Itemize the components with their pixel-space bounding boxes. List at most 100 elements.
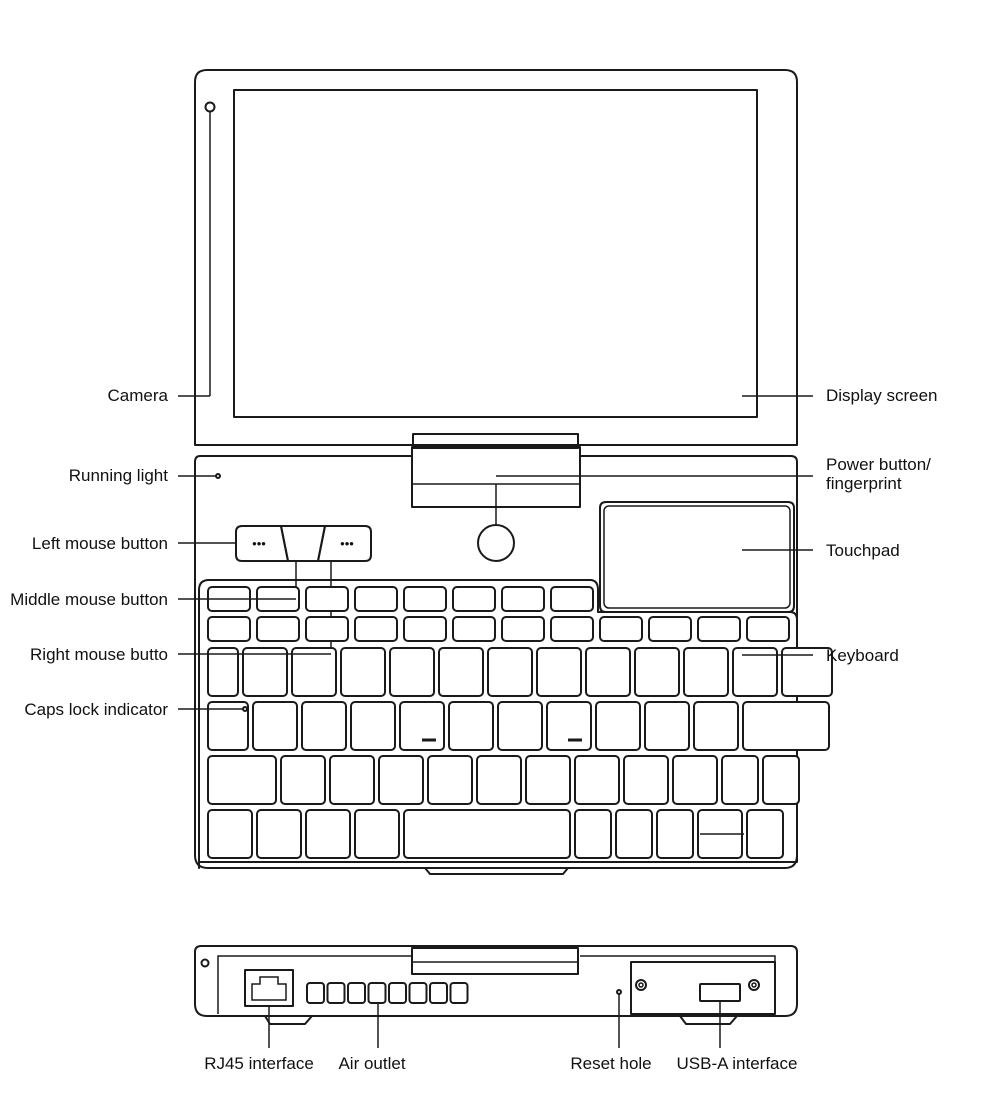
label-left-mouse-button: Left mouse button	[32, 534, 168, 553]
label-usb-a-interface: USB-A interface	[677, 1054, 798, 1073]
keyboard-key[interactable]	[595, 701, 641, 751]
keyboard-key[interactable]	[256, 616, 300, 642]
keyboard-key[interactable]	[305, 616, 349, 642]
keyboard-key[interactable]	[721, 755, 759, 805]
vent-slot	[388, 982, 407, 1004]
keyboard-key[interactable]	[574, 809, 612, 859]
keyboard-key[interactable]	[252, 701, 298, 751]
vent-slot	[449, 982, 469, 1004]
keyboard-key[interactable]	[354, 616, 398, 642]
leader-lines	[178, 395, 813, 1048]
keyboard-key[interactable]	[476, 755, 522, 805]
keyboard-key[interactable]	[599, 616, 643, 642]
keyboard-key[interactable]	[634, 647, 680, 697]
label-caps-lock-indicator: Caps lock indicator	[24, 700, 168, 719]
keyboard-key[interactable]	[550, 586, 594, 612]
keyboard-key[interactable]	[291, 647, 337, 697]
keyboard-key[interactable]	[546, 701, 592, 751]
keyboard-key[interactable]	[427, 755, 473, 805]
right-mouse-button[interactable]	[317, 525, 372, 562]
keyboard-key[interactable]	[378, 755, 424, 805]
keyboard-key[interactable]	[656, 809, 694, 859]
keyboard-key[interactable]	[672, 755, 718, 805]
keyboard-key[interactable]	[399, 701, 445, 751]
right-button-dots: •••	[340, 536, 354, 551]
keyboard-key[interactable]	[329, 755, 375, 805]
keyboard-key[interactable]	[501, 586, 545, 612]
keyboard-key[interactable]	[746, 809, 784, 859]
keyboard-key[interactable]	[781, 647, 833, 697]
keyboard-key[interactable]	[280, 755, 326, 805]
keyboard-key[interactable]	[623, 755, 669, 805]
laptop-lid	[194, 69, 798, 446]
label-middle-mouse-button: Middle mouse button	[10, 590, 168, 609]
reset-hole-icon[interactable]	[616, 989, 622, 995]
display-screen	[233, 89, 758, 418]
keyboard-key[interactable]	[207, 701, 249, 751]
label-fingerprint: fingerprint	[826, 474, 902, 493]
keyboard-key[interactable]	[644, 701, 690, 751]
keyboard-key[interactable]	[350, 701, 396, 751]
keyboard-key[interactable]	[574, 755, 620, 805]
keyboard-key[interactable]	[207, 647, 239, 697]
keyboard-keys	[207, 586, 833, 859]
keyboard-key[interactable]	[354, 809, 400, 859]
label-running-light: Running light	[69, 466, 169, 485]
labels: Camera Running light Left mouse button M…	[10, 386, 937, 1073]
keyboard-key[interactable]	[762, 755, 800, 805]
left-mouse-button[interactable]	[235, 525, 289, 562]
keyboard-key[interactable]	[354, 586, 398, 612]
keyboard-key[interactable]	[497, 701, 543, 751]
keyboard-key[interactable]	[207, 809, 253, 859]
keyboard-key[interactable]	[536, 647, 582, 697]
keyboard-key[interactable]	[683, 647, 729, 697]
keyboard-key[interactable]	[452, 616, 496, 642]
keyboard-key[interactable]	[403, 586, 447, 612]
power-button[interactable]	[477, 524, 515, 562]
keyboard-key[interactable]	[340, 647, 386, 697]
keyboard-key[interactable]	[732, 647, 778, 697]
keyboard-key[interactable]	[550, 616, 594, 642]
rj45-port[interactable]	[244, 969, 294, 1007]
keyboard-key[interactable]	[693, 701, 739, 751]
keyboard-key[interactable]	[501, 616, 545, 642]
keyboard	[198, 579, 798, 869]
vent-slot	[408, 982, 428, 1004]
camera-icon	[204, 101, 216, 113]
keyboard-key[interactable]	[256, 809, 302, 859]
keyboard-key[interactable]	[305, 809, 351, 859]
keyboard-key[interactable]	[585, 647, 631, 697]
keyboard-key[interactable]	[452, 586, 496, 612]
vent-slot	[306, 982, 325, 1004]
left-button-dots: •••	[252, 536, 266, 551]
label-right-mouse-button: Right mouse butto	[30, 645, 168, 664]
label-display-screen: Display screen	[826, 386, 938, 405]
keyboard-key[interactable]	[648, 616, 692, 642]
label-camera: Camera	[108, 386, 169, 405]
usb-a-port[interactable]	[699, 983, 741, 1002]
keyboard-key[interactable]	[438, 647, 484, 697]
keyboard-key[interactable]	[301, 701, 347, 751]
vent-slot	[429, 982, 448, 1004]
keyboard-key[interactable]	[525, 755, 571, 805]
keyboard-key[interactable]	[305, 586, 349, 612]
keyboard-key[interactable]	[403, 616, 447, 642]
keyboard-key[interactable]	[487, 647, 533, 697]
keyboard-key[interactable]	[742, 701, 830, 751]
label-rj45-interface: RJ45 interface	[204, 1054, 314, 1073]
keyboard-key[interactable]	[242, 647, 288, 697]
keyboard-key[interactable]	[207, 616, 251, 642]
keyboard-key[interactable]	[207, 755, 277, 805]
laptop-base	[194, 455, 798, 875]
keyboard-key[interactable]	[389, 647, 435, 697]
keyboard-key[interactable]	[697, 616, 741, 642]
vent-slot	[367, 982, 387, 1004]
label-power-button: Power button/	[826, 455, 931, 474]
keyboard-key[interactable]	[448, 701, 494, 751]
keyboard-key[interactable]	[615, 809, 653, 859]
touchpad[interactable]	[599, 501, 795, 613]
running-light-icon	[215, 473, 221, 479]
keyboard-key[interactable]	[746, 616, 790, 642]
keyboard-key[interactable]	[403, 809, 571, 859]
